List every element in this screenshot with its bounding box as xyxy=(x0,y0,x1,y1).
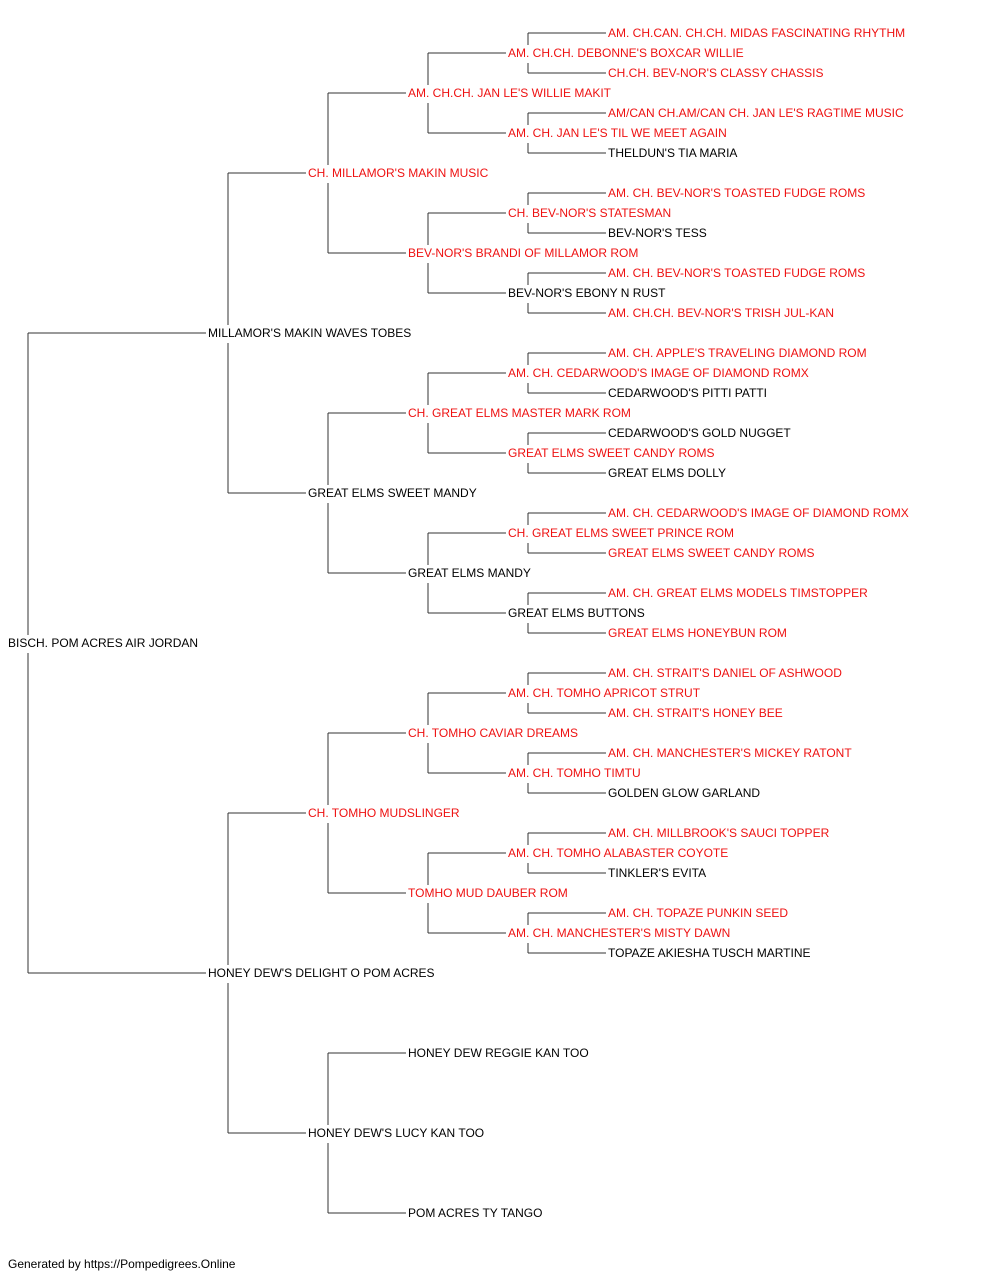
dog-dam.sire.dam.dam.sire: AM. CH. TOPAZE PUNKIN SEED xyxy=(608,906,788,920)
dog-dam.sire: CH. TOMHO MUDSLINGER xyxy=(308,806,460,820)
dog-sire.sire.dam: BEV-NOR'S BRANDI OF MILLAMOR ROM xyxy=(408,246,638,260)
dog-dam.sire.sire.sire: AM. CH. TOMHO APRICOT STRUT xyxy=(508,686,701,700)
footer-credit: Generated by https://Pompedigrees.Online xyxy=(8,1257,236,1271)
dog-dam.sire.dam.sire: AM. CH. TOMHO ALABASTER COYOTE xyxy=(508,846,728,860)
dog-sire.dam.sire.sire.dam: CEDARWOOD'S PITTI PATTI xyxy=(608,386,767,400)
dog-subject: BISCH. POM ACRES AIR JORDAN xyxy=(8,636,198,650)
dog-sire.sire.sire.sire: AM. CH.CH. DEBONNE'S BOXCAR WILLIE xyxy=(508,46,744,60)
dog-dam.dam.dam: POM ACRES TY TANGO xyxy=(408,1206,542,1220)
dog-dam.sire.sire: CH. TOMHO CAVIAR DREAMS xyxy=(408,726,578,740)
dog-sire.sire.dam.dam.dam: AM. CH.CH. BEV-NOR'S TRISH JUL-KAN xyxy=(608,306,834,320)
dog-dam.sire.sire.dam.dam: GOLDEN GLOW GARLAND xyxy=(608,786,760,800)
dog-sire.dam.sire: CH. GREAT ELMS MASTER MARK ROM xyxy=(408,406,631,420)
dog-sire.dam.dam.dam.sire: AM. CH. GREAT ELMS MODELS TIMSTOPPER xyxy=(608,586,868,600)
dog-sire.dam.dam.dam.dam: GREAT ELMS HONEYBUN ROM xyxy=(608,626,787,640)
dog-dam.sire.sire.dam.sire: AM. CH. MANCHESTER'S MICKEY RATONT xyxy=(608,746,852,760)
dog-sire.dam.dam: GREAT ELMS MANDY xyxy=(408,566,531,580)
dog-dam: HONEY DEW'S DELIGHT O POM ACRES xyxy=(208,966,435,980)
dog-sire.sire.dam.dam: BEV-NOR'S EBONY N RUST xyxy=(508,286,666,300)
dog-dam.sire.dam.sire.sire: AM. CH. MILLBROOK'S SAUCI TOPPER xyxy=(608,826,830,840)
dog-sire.dam.sire.dam.sire: CEDARWOOD'S GOLD NUGGET xyxy=(608,426,791,440)
dog-sire.sire.sire.dam.sire: AM/CAN CH.AM/CAN CH. JAN LE'S RAGTIME MU… xyxy=(608,106,904,120)
dog-sire.sire.dam.dam.sire: AM. CH. BEV-NOR'S TOASTED FUDGE ROMS xyxy=(608,266,865,280)
dog-sire.dam: GREAT ELMS SWEET MANDY xyxy=(308,486,477,500)
dog-sire.dam.dam.sire: CH. GREAT ELMS SWEET PRINCE ROM xyxy=(508,526,734,540)
dog-dam.sire.dam.dam: AM. CH. MANCHESTER'S MISTY DAWN xyxy=(508,926,730,940)
dog-dam.sire.sire.dam: AM. CH. TOMHO TIMTU xyxy=(508,766,641,780)
dog-sire.sire.dam.sire.dam: BEV-NOR'S TESS xyxy=(608,226,707,240)
dog-sire.dam.dam.dam: GREAT ELMS BUTTONS xyxy=(508,606,645,620)
dog-dam.sire.dam.sire.dam: TINKLER'S EVITA xyxy=(608,866,706,880)
dog-sire.sire: CH. MILLAMOR'S MAKIN MUSIC xyxy=(308,166,489,180)
dog-dam.dam: HONEY DEW'S LUCY KAN TOO xyxy=(308,1126,484,1140)
dog-dam.sire.dam: TOMHO MUD DAUBER ROM xyxy=(408,886,568,900)
dog-sire.sire.sire: AM. CH.CH. JAN LE'S WILLIE MAKIT xyxy=(408,86,612,100)
dog-sire.sire.sire.sire.dam: CH.CH. BEV-NOR'S CLASSY CHASSIS xyxy=(608,66,823,80)
dog-sire.sire.sire.dam: AM. CH. JAN LE'S TIL WE MEET AGAIN xyxy=(508,126,727,140)
dog-sire: MILLAMOR'S MAKIN WAVES TOBES xyxy=(208,326,411,340)
dog-sire.dam.dam.sire.sire: AM. CH. CEDARWOOD'S IMAGE OF DIAMOND ROM… xyxy=(608,506,909,520)
dog-sire.dam.sire.dam.dam: GREAT ELMS DOLLY xyxy=(608,466,726,480)
dog-sire.dam.sire.sire.sire: AM. CH. APPLE'S TRAVELING DIAMOND ROM xyxy=(608,346,867,360)
dog-sire.dam.dam.sire.dam: GREAT ELMS SWEET CANDY ROMS xyxy=(608,546,814,560)
dog-sire.dam.sire.dam: GREAT ELMS SWEET CANDY ROMS xyxy=(508,446,714,460)
dog-dam.sire.sire.sire.dam: AM. CH. STRAIT'S HONEY BEE xyxy=(608,706,783,720)
dog-dam.sire.dam.dam.dam: TOPAZE AKIESHA TUSCH MARTINE xyxy=(608,946,811,960)
dog-sire.sire.sire.dam.dam: THELDUN'S TIA MARIA xyxy=(608,146,737,160)
dog-sire.sire.sire.sire.sire: AM. CH.CAN. CH.CH. MIDAS FASCINATING RHY… xyxy=(608,26,905,40)
dog-sire.sire.dam.sire: CH. BEV-NOR'S STATESMAN xyxy=(508,206,671,220)
dog-dam.sire.sire.sire.sire: AM. CH. STRAIT'S DANIEL OF ASHWOOD xyxy=(608,666,842,680)
dog-dam.dam.sire: HONEY DEW REGGIE KAN TOO xyxy=(408,1046,589,1060)
dog-sire.sire.dam.sire.sire: AM. CH. BEV-NOR'S TOASTED FUDGE ROMS xyxy=(608,186,865,200)
dog-sire.dam.sire.sire: AM. CH. CEDARWOOD'S IMAGE OF DIAMOND ROM… xyxy=(508,366,809,380)
